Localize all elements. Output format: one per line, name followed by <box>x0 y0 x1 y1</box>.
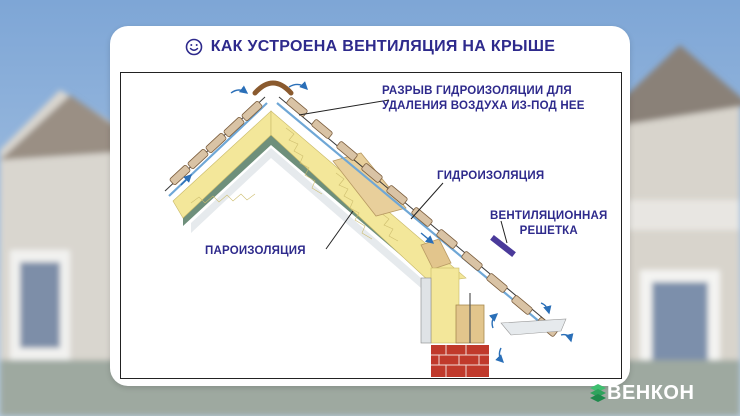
roof-tiles-left <box>169 100 263 186</box>
leader-lines <box>298 99 508 250</box>
infographic-card: КАК УСТРОЕНА ВЕНТИЛЯЦИЯ НА КРЫШЕ <box>110 26 630 386</box>
wall-insulation <box>430 267 460 344</box>
brand-name: ВЕНКОН <box>607 382 695 404</box>
ridge-cap <box>252 80 294 96</box>
page-title: КАК УСТРОЕНА ВЕНТИЛЯЦИЯ НА КРЫШЕ <box>110 38 630 56</box>
venkon-logo-icon <box>590 384 606 402</box>
wall-inner-panel <box>420 277 432 344</box>
insulation-texture <box>190 127 399 242</box>
roof-diagram <box>164 80 574 377</box>
brick-wall <box>431 345 489 377</box>
eave-soffit <box>500 318 567 336</box>
vent-grille <box>490 235 516 257</box>
smiley-icon <box>185 38 203 56</box>
label-waterproofing: ГИДРОИЗОЛЯЦИЯ <box>437 170 545 182</box>
label-vapor-barrier: ПАРОИЗОЛЯЦИЯ <box>205 245 306 257</box>
roof-diagram-frame <box>120 72 622 379</box>
label-ridge-gap: РАЗРЫВ ГИДРОИЗОЛЯЦИИ ДЛЯ УДАЛЕНИЯ ВОЗДУХ… <box>382 85 585 112</box>
title-text: КАК УСТРОЕНА ВЕНТИЛЯЦИЯ НА КРЫШЕ <box>210 38 556 55</box>
airflow-arrows <box>180 81 574 363</box>
label-vent-grille: ВЕНТИЛЯЦИОННАЯ РЕШЕТКА <box>490 210 608 237</box>
